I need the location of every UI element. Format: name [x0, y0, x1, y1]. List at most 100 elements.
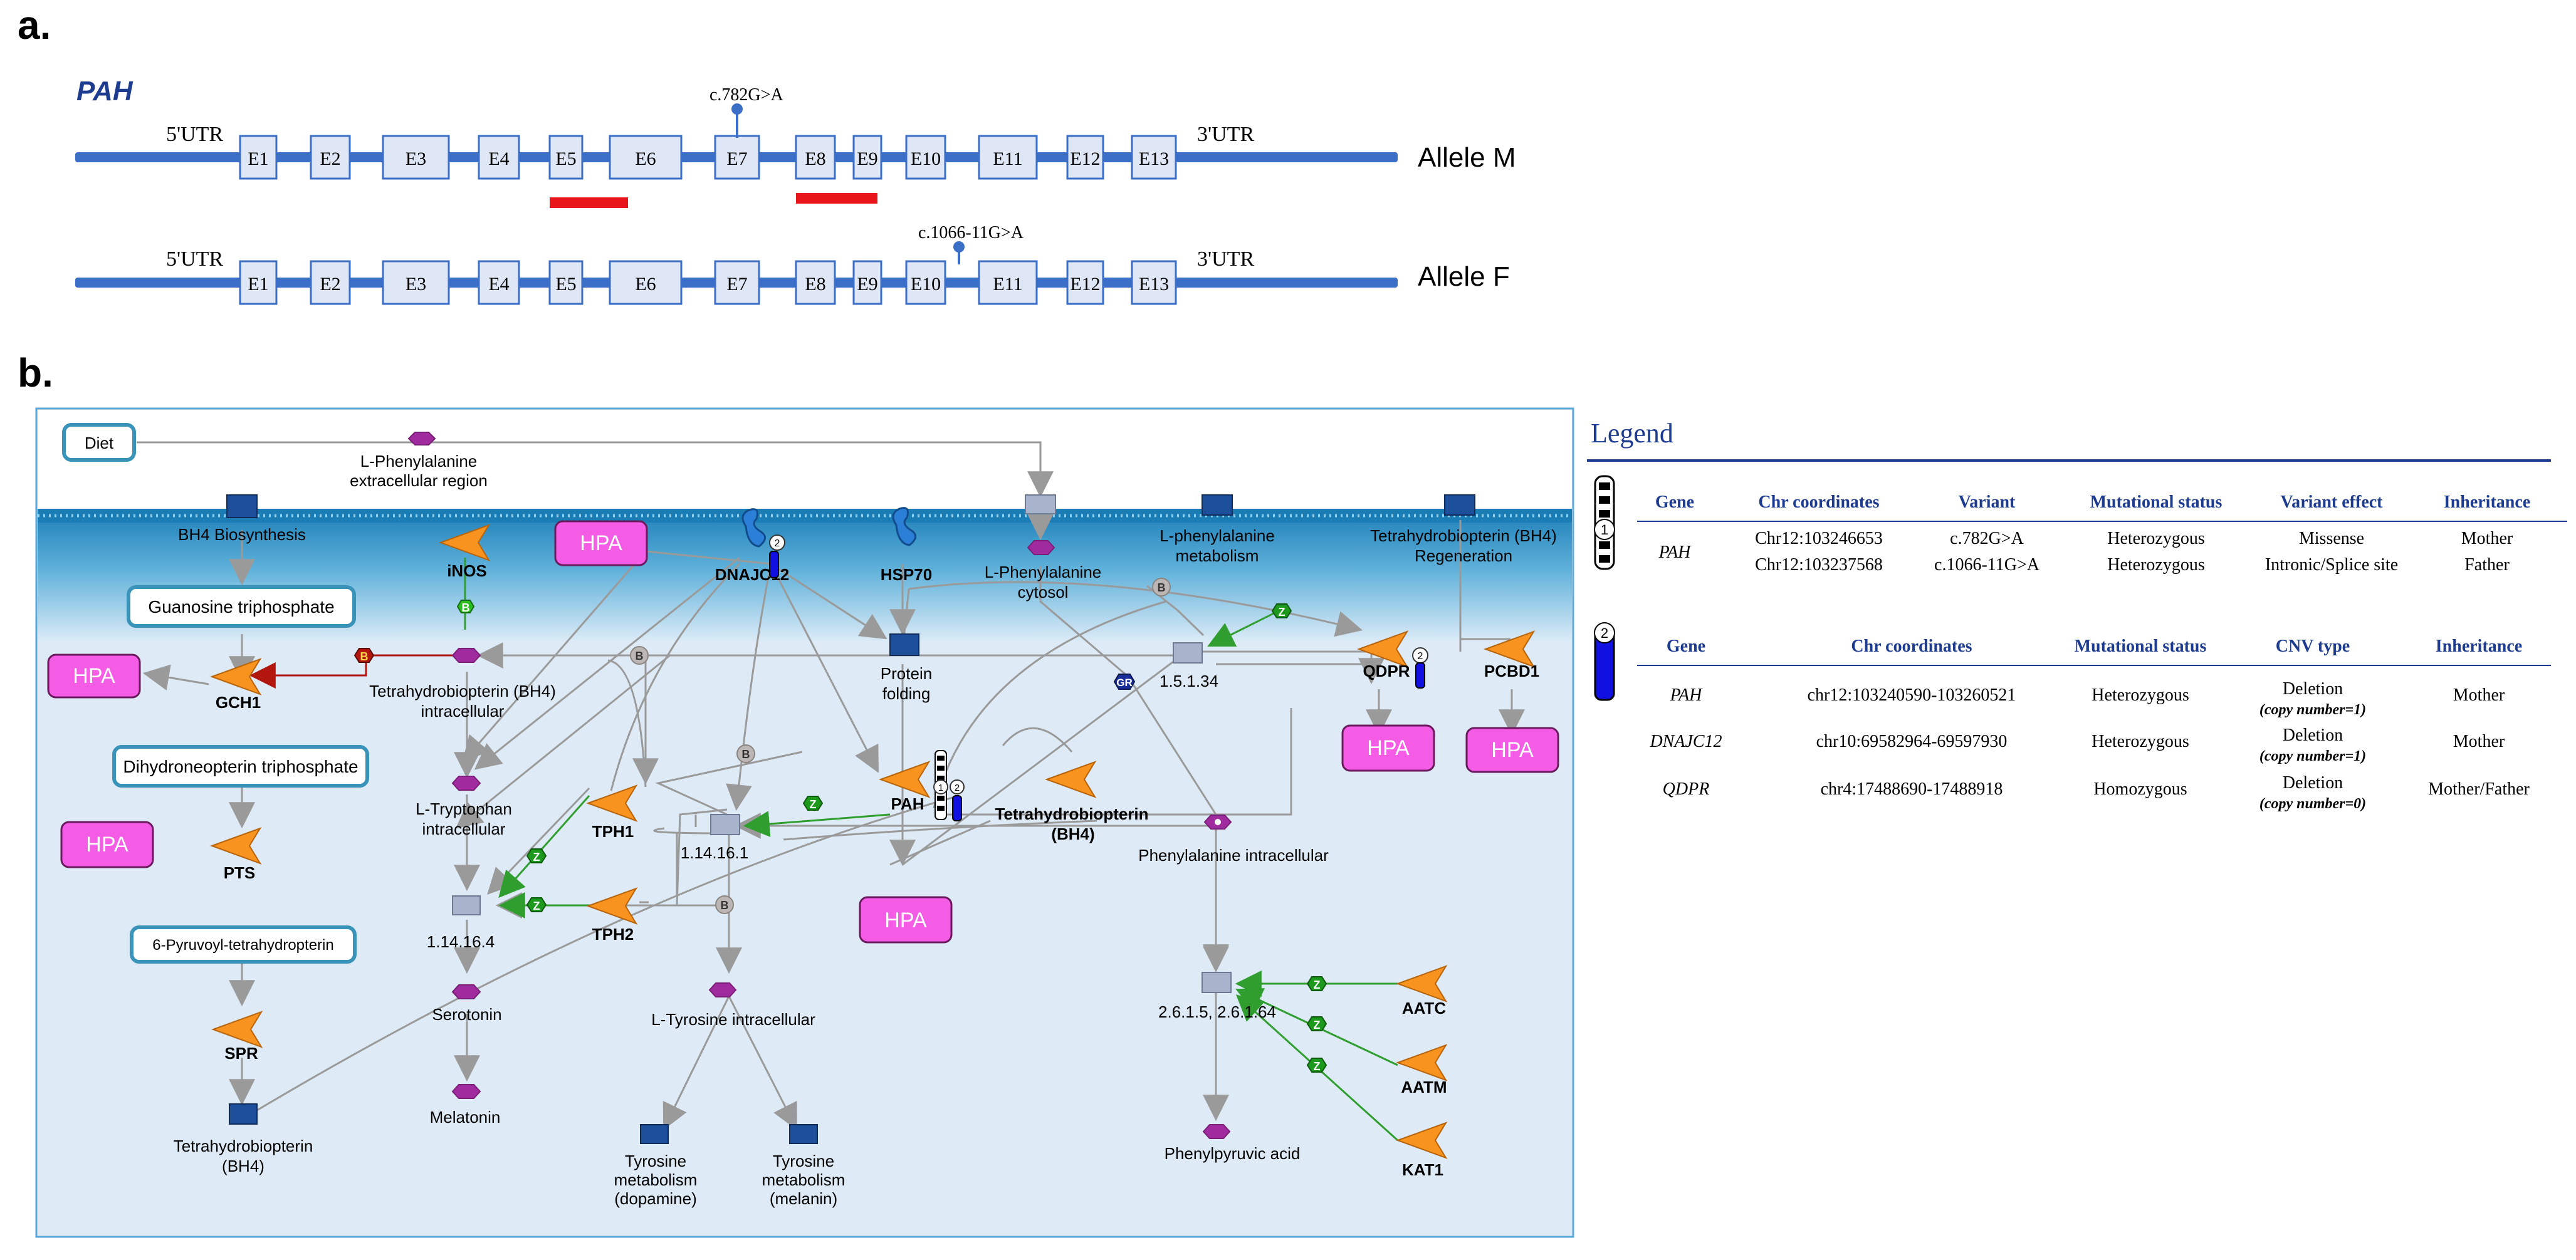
pts-node: PTS — [210, 827, 262, 882]
allele-m-exon-box — [478, 135, 520, 180]
legend: Legend 1 2 Gene Chr coordinates Variant — [1587, 418, 2567, 812]
deletion-bar-2 — [796, 193, 877, 204]
b-badge-mid-text: B — [636, 650, 644, 662]
t2-r1-cnv: Deletion — [2283, 679, 2343, 699]
t2-r1-gene: PAH — [1670, 685, 1704, 705]
t1-r1-inheritance: Mother — [2461, 529, 2513, 548]
bh4-regeneration-node: Tetrahydrobiopterin (BH4) Regeneration — [1370, 494, 1557, 565]
ltrp-line2: intracellular — [422, 820, 506, 838]
tyr-dopamine-line1: Tyrosine — [625, 1152, 686, 1170]
allele-m-exon-box — [382, 135, 450, 180]
t2-header-status: Mutational status — [2075, 637, 2207, 656]
t2-r2-copy: (copy number=1) — [2259, 748, 2366, 764]
protein-folding-line1: Protein — [881, 664, 932, 683]
allele-m-exon-label: E10 — [911, 148, 941, 169]
t2-r1-copy: (copy number=1) — [2259, 702, 2366, 718]
b-badge-inos: B — [456, 600, 475, 614]
bh4-mid-line1: Tetrahydrobiopterin — [995, 804, 1148, 823]
ltyr-label: L-Tyrosine intracellular — [651, 1010, 815, 1029]
serotonin-label: Serotonin — [432, 1005, 501, 1024]
hpa-node-gch1: HPA — [47, 653, 141, 699]
allele-m-exon-label: E9 — [857, 148, 877, 169]
serotonin-node: Serotonin — [432, 984, 502, 1024]
b-badge-mid: B — [630, 646, 649, 665]
qdpr-cnv-badge-text: 2 — [1418, 651, 1423, 662]
t1-header-variant: Variant — [1959, 492, 2016, 512]
t2-header-cnv: CNV type — [2276, 637, 2350, 656]
lphe-metabolism-line1: L-phenylalanine — [1160, 526, 1275, 545]
gch1-node: GCH1 — [210, 658, 262, 712]
t2-r3-gene: QDPR — [1663, 779, 1710, 799]
t2-r2-status: Heterozygous — [2092, 732, 2189, 751]
pcbd1-node: PCBD1 — [1484, 630, 1539, 680]
allele-m-exon-label: E4 — [488, 148, 509, 169]
hpa-node-pah: HPA — [859, 896, 953, 944]
t2-r1-chr: chr12:103240590-103260521 — [1808, 685, 2016, 705]
z-badge-kat1-text: Z — [1314, 1060, 1321, 1073]
lphe-metabolism-node: L-phenylalanine metabolism — [1160, 494, 1275, 565]
allele-m-exon-box — [905, 135, 946, 180]
ec-2615-node: 2.6.1.5, 2.6.1.64 — [1158, 972, 1276, 1021]
snv-icon: 1 — [1594, 475, 1615, 570]
z-badge-tph2: Z — [526, 897, 547, 912]
utr3-label-f: 3'UTR — [1197, 247, 1254, 271]
lphe-extra-line2: extracellular region — [350, 471, 488, 490]
t2-r1-inheritance: Mother — [2453, 685, 2505, 705]
hpa-node-top: HPA — [554, 520, 648, 566]
t2-r3-status: Homozygous — [2093, 779, 2187, 799]
lphe-cytosol-line1: L-Phenylalanine — [985, 563, 1101, 581]
allele-m-exon-box — [239, 135, 278, 180]
tyr-melanin-line2: metabolism — [762, 1170, 846, 1189]
edges — [137, 432, 1525, 1130]
allele-m-exon-label: E7 — [726, 148, 747, 169]
hpa-label-6: HPA — [884, 909, 927, 932]
b-badge-inos-text: B — [462, 601, 470, 614]
allele-f-exon-box — [1131, 260, 1177, 305]
variant-dot-f — [953, 241, 965, 253]
b-badge-pah-top: B — [1152, 578, 1171, 596]
ec-114161-node: 1.14.16.1 — [681, 814, 748, 862]
t2-r2-chr: chr10:69582964-69597930 — [1816, 732, 2008, 751]
qdpr-node: QDPR 2 — [1357, 630, 1428, 689]
z-badge-pah: Z — [802, 796, 824, 811]
t1-r2-inheritance: Father — [2464, 555, 2510, 575]
spr-node: SPR — [211, 1011, 263, 1063]
z-badge-tph1: Z — [526, 848, 547, 863]
t1-header-gene: Gene — [1655, 492, 1694, 512]
aatm-label: AATM — [1401, 1078, 1447, 1096]
bh4-biosynthesis-label: BH4 Biosynthesis — [178, 525, 306, 544]
legend-table-snv: Gene Chr coordinates Variant Mutational … — [1637, 492, 2567, 575]
hpa-label-4: HPA — [1367, 736, 1410, 760]
phenylpyruvic-node: Phenylpyruvic acid — [1165, 1124, 1300, 1163]
allele-f-exon-label: E2 — [320, 274, 340, 294]
t1-r2-variant: c.1066-11G>A — [1934, 555, 2040, 575]
z-badge-tph1-text: Z — [533, 851, 540, 863]
pyruvoyl-node: 6-Pyruvoyl-tetrahydropterin — [130, 925, 357, 964]
t1-r2-effect: Intronic/Splice site — [2265, 555, 2398, 575]
allele-f-exon-box — [382, 260, 450, 305]
lphe-cytosol-node: L-Phenylalanine cytosol — [985, 494, 1101, 601]
allele-m-exon-box — [310, 135, 351, 180]
qdpr-cnv-bar — [1415, 662, 1425, 689]
tyr-melanin-line3: (melanin) — [770, 1189, 837, 1208]
allele-f-exon-box — [905, 260, 946, 305]
allele-m-exon-label: E8 — [805, 148, 825, 169]
allele-m-exon-box — [714, 135, 760, 180]
bh4-bottom-line1: Tetrahydrobiopterin — [174, 1137, 313, 1155]
ltrp-node: L-Tryptophan intracellular — [416, 776, 512, 838]
spr-label: SPR — [224, 1044, 258, 1063]
pts-label: PTS — [224, 863, 256, 882]
allele-f-exon-label: E9 — [857, 274, 877, 294]
panel-b: b. — [18, 350, 1574, 1238]
bh4-bottom-line2: (BH4) — [222, 1157, 264, 1175]
hpa-node-pcbd1: HPA — [1465, 727, 1559, 773]
t1-header-effect: Variant effect — [2280, 492, 2383, 512]
dnajc12-cnv-bar — [769, 551, 779, 578]
t2-header-gene: Gene — [1667, 637, 1705, 656]
variant-dot-m — [731, 103, 743, 115]
tyr-melanin-line1: Tyrosine — [773, 1152, 834, 1170]
allele-f-exon-box — [478, 260, 520, 305]
allele-f-exon-label: E6 — [635, 274, 656, 294]
hsp70-label: HSP70 — [881, 565, 932, 584]
tph2-node: TPH2 — [586, 887, 638, 944]
